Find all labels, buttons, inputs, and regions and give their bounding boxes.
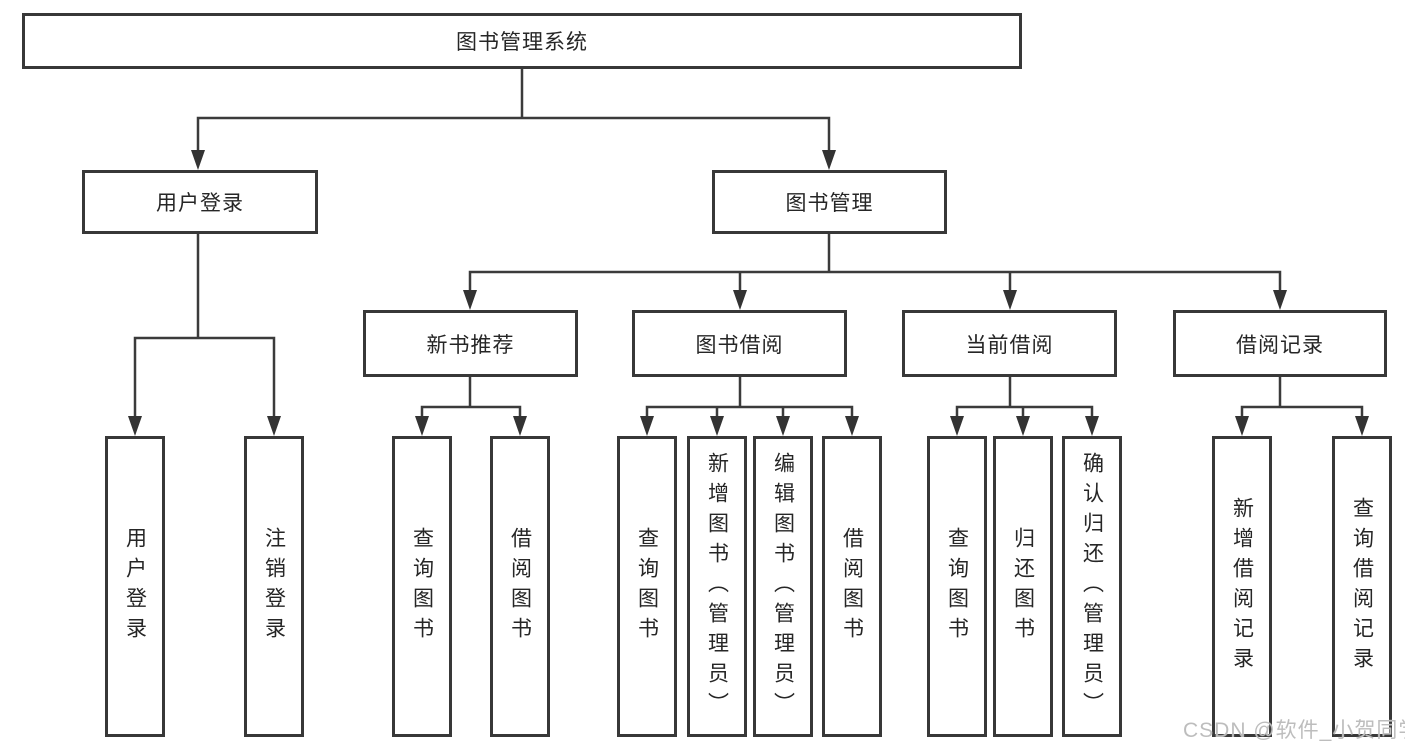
csdn-watermark: CSDN @软件_小贺同学 (1183, 719, 1405, 742)
leaf-label: 用户登录 (123, 526, 147, 647)
node-borrow-record: 借阅记录 (1173, 310, 1387, 377)
connector-lines (133, 67, 1364, 421)
leaf-label: 归还图书 (1011, 526, 1035, 647)
leaf-confirm-return-admin: 确认归还（管理员） (1062, 436, 1122, 737)
leaf-logout: 注销登录 (244, 436, 304, 737)
leaf-label: 编辑图书（管理员） (771, 451, 795, 722)
leaf-label: 新增借阅记录 (1230, 496, 1254, 677)
leaf-label: 借阅图书 (508, 526, 532, 647)
leaf-edit-book-admin: 编辑图书（管理员） (753, 436, 813, 737)
leaf-label: 查询图书 (410, 526, 434, 647)
node-book-borrow: 图书借阅 (632, 310, 847, 377)
node-new-book-recommend: 新书推荐 (363, 310, 578, 377)
node-book-management: 图书管理 (712, 170, 947, 234)
leaf-borrow-book: 借阅图书 (822, 436, 882, 737)
leaf-label: 借阅图书 (840, 526, 864, 647)
leaf-query-borrow-record: 查询借阅记录 (1332, 436, 1392, 737)
leaf-label: 新增图书（管理员） (705, 451, 729, 722)
leaf-add-book-admin: 新增图书（管理员） (687, 436, 747, 737)
leaf-label: 注销登录 (262, 526, 286, 647)
leaf-label: 查询图书 (945, 526, 969, 647)
leaf-user-login: 用户登录 (105, 436, 165, 737)
node-library-system: 图书管理系统 (22, 13, 1022, 69)
leaf-label: 查询借阅记录 (1350, 496, 1374, 677)
leaf-label: 确认归还（管理员） (1080, 451, 1104, 722)
node-user-login: 用户登录 (82, 170, 318, 234)
leaf-query-book-current: 查询图书 (927, 436, 987, 737)
leaf-query-book-recommend: 查询图书 (392, 436, 452, 737)
leaf-label: 查询图书 (635, 526, 659, 647)
leaf-query-book-borrow: 查询图书 (617, 436, 677, 737)
leaf-return-book: 归还图书 (993, 436, 1053, 737)
node-current-borrow: 当前借阅 (902, 310, 1117, 377)
leaf-borrow-book-recommend: 借阅图书 (490, 436, 550, 737)
leaf-add-borrow-record: 新增借阅记录 (1212, 436, 1272, 737)
